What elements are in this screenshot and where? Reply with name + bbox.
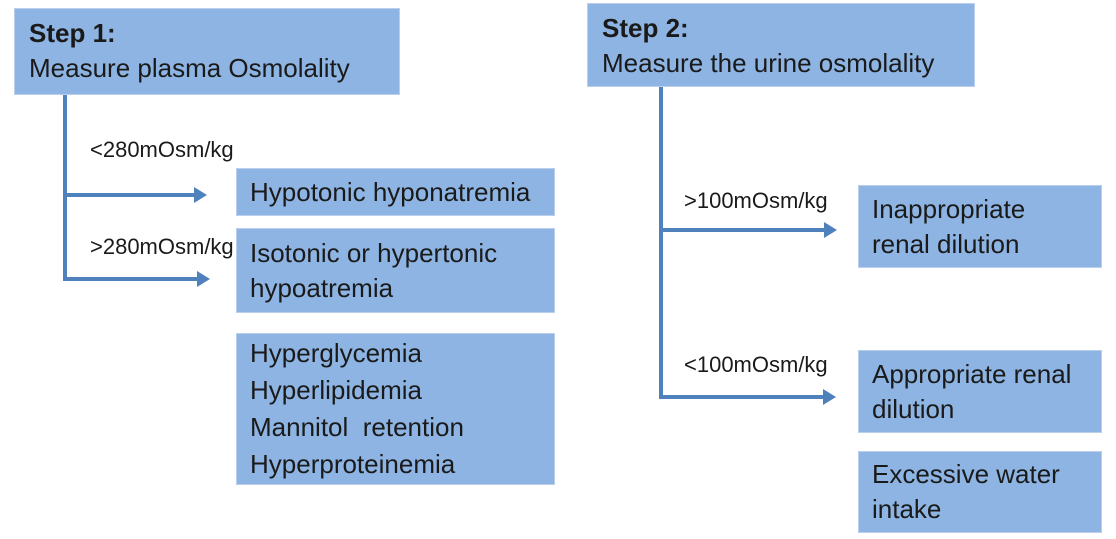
step1-box: Step 1: Measure plasma Osmolality — [14, 8, 400, 95]
step2-branch1-arrowhead-icon — [824, 222, 837, 238]
step2-title: Step 2: — [602, 13, 689, 43]
step2-branch2-target-box: Appropriate renal dilution — [858, 350, 1102, 433]
step1-branch1-target-box: Hypotonic hyponatremia — [236, 168, 555, 216]
step2-branch2-line — [659, 395, 823, 399]
step1-branch1-arrowhead-icon — [194, 187, 207, 203]
step2-branch1-line — [659, 228, 824, 232]
step1-title: Step 1: — [29, 18, 116, 48]
step2-subtitle: Measure the urine osmolality — [602, 48, 935, 78]
step2-branch1-target-box: Inappropriate renal dilution — [858, 185, 1102, 268]
step1-note-box: Hyperglycemia Hyperlipidemia Mannitol re… — [236, 333, 555, 485]
step1-subtitle: Measure plasma Osmolality — [29, 53, 350, 83]
step2-box: Step 2: Measure the urine osmolality — [587, 3, 975, 87]
step2-branch1-label: >100mOsm/kg — [684, 188, 828, 213]
step1-branch1-line — [63, 193, 194, 197]
step1-connector-vline — [63, 95, 67, 281]
step1-branch2-line — [63, 277, 197, 281]
step2-branch2-arrowhead-icon — [823, 389, 836, 405]
step1-branch2-label: >280mOsm/kg — [90, 234, 234, 259]
step2-connector-vline — [659, 87, 663, 399]
step2-branch2-label: <100mOsm/kg — [684, 352, 828, 377]
step2-note-box: Excessive water intake — [858, 451, 1102, 533]
step1-branch2-target-box: Isotonic or hypertonic hypoatremia — [236, 228, 555, 313]
step1-branch2-arrowhead-icon — [197, 271, 210, 287]
step1-branch1-label: <280mOsm/kg — [90, 137, 234, 162]
